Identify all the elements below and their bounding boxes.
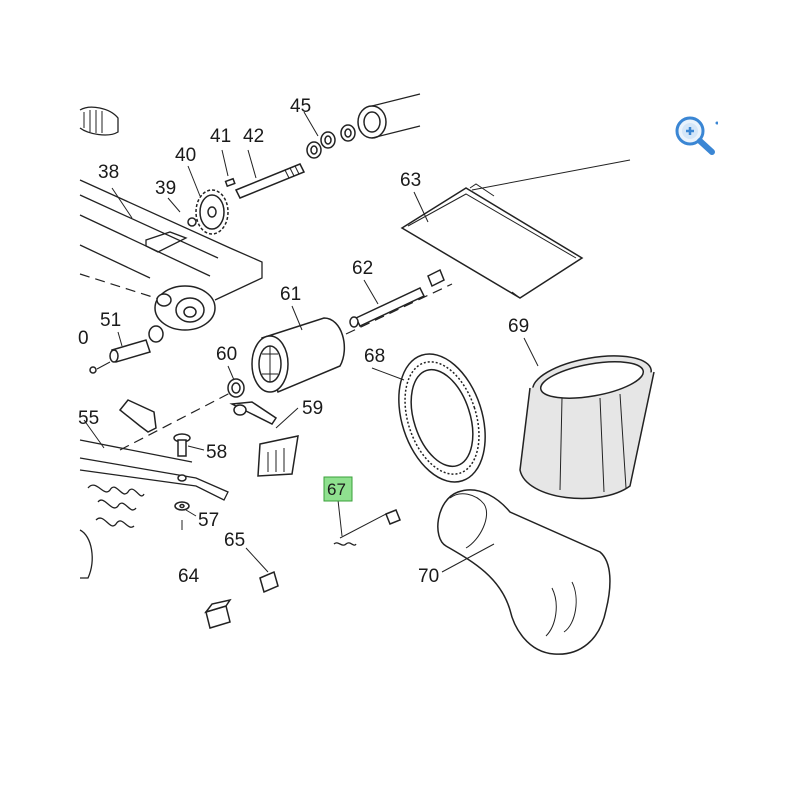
part-62-shaft: [349, 268, 445, 328]
part-label-60: 60: [216, 344, 237, 365]
part-42-shaft: [224, 163, 306, 199]
part-label-69: 69: [508, 316, 529, 337]
part-59-lever: [229, 401, 299, 477]
part-69-sanding-sleeve: [519, 355, 655, 500]
part-label-38: 38: [98, 162, 119, 183]
part-label-45: 45: [290, 96, 311, 117]
part-label-51: 51: [100, 310, 121, 331]
part-label-42: 42: [243, 126, 264, 147]
part-67-wire: [333, 509, 401, 546]
part-57-washer: [174, 501, 190, 530]
part-63-plate: [400, 159, 631, 299]
spring-part: [87, 484, 145, 528]
leader-lines: [83, 111, 539, 573]
part-labels: 41 42 40 39 38 51 61 62 63 60 59 58 57 68 69 67 65 64 70 55…: [78, 96, 529, 587]
shaft-end-assembly: [306, 93, 421, 159]
part-70-dust-cover: [437, 489, 611, 655]
part-label-62: 62: [352, 258, 373, 279]
partial-wheel: [79, 529, 93, 579]
part-label-57: 57: [198, 510, 219, 531]
highlight-box-67: [323, 476, 353, 502]
part-label-70: 70: [418, 566, 439, 587]
part-label-68: 68: [364, 346, 385, 367]
part-60-bushing: [119, 378, 245, 451]
part-61-drum: [251, 283, 453, 394]
part-55-bracket: [79, 399, 229, 501]
part-64-block: [204, 598, 232, 629]
part-label-61: 61: [280, 284, 301, 305]
part-68-toothed-belt: [398, 353, 486, 483]
part-65-brush: [245, 547, 279, 594]
zoom-button[interactable]: [672, 114, 719, 156]
part-label-39: 39: [155, 178, 176, 199]
magnifier-plus-icon: [675, 116, 719, 155]
part-label-55: 55: [78, 408, 99, 429]
part-label-59: 59: [302, 398, 323, 419]
part-label-41: 41: [210, 126, 231, 147]
part-label-0: 0: [78, 328, 89, 349]
part-51-spacer: [89, 325, 164, 374]
part-label-40: 40: [175, 145, 196, 166]
part-38-housing: [79, 179, 263, 331]
part-label-65: 65: [224, 530, 245, 551]
part-40-gear: [187, 189, 229, 235]
part-58-screw: [173, 433, 191, 482]
part-label-58: 58: [206, 442, 227, 463]
part-label-67[interactable]: 67: [327, 480, 346, 499]
part-label-64: 64: [178, 566, 200, 587]
motor-fragment: [79, 106, 119, 136]
part-label-63: 63: [400, 170, 421, 191]
